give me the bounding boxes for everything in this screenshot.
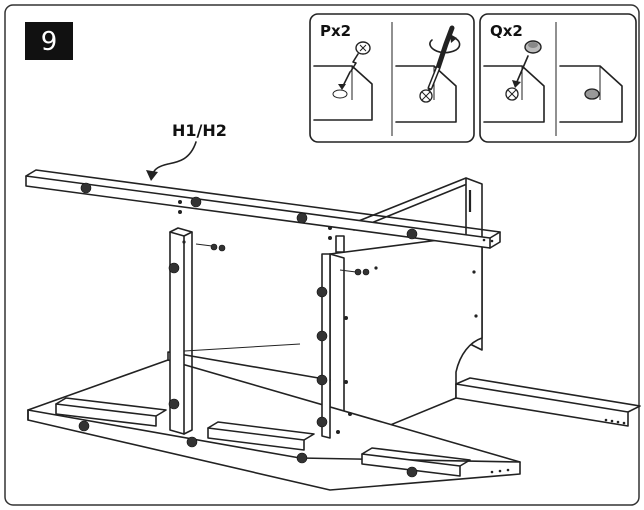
right-base-rail [455,383,629,427]
base-end-holes [490,468,510,474]
cabinet-assembly [25,169,641,491]
rotate-arrow-icon [429,37,461,54]
cap-arrow-head [512,80,521,88]
panel-screw-holes [178,200,478,434]
callout-pointer-head [146,170,158,181]
side-panel-right [329,235,483,445]
peg [316,374,328,386]
base-spacer-block-1 [55,403,157,427]
screw-cross-b [421,91,431,101]
peg [296,212,308,224]
peg [316,416,328,428]
cam-hole-icon [332,89,348,99]
part-callout-label: H1/H2 [172,121,227,140]
peg [168,262,180,274]
left-vertical-post-side [183,231,193,435]
base-spacer-block-2 [207,427,305,451]
insert-arrow-head [338,84,346,90]
top-rail-h1-h2 [25,175,491,249]
q-screw-cross-b [507,89,517,99]
cam-screw-icon [350,41,371,72]
bottom-rear-rail-line [167,343,301,353]
step-badge: 9 [25,22,73,60]
detail-panel-block-left [313,65,373,121]
peg [316,330,328,342]
peg [186,436,198,448]
peg [190,196,202,208]
cap-arrow [515,55,529,85]
left-vertical-post-top [169,227,193,237]
base-spacer-block-2-top [207,421,315,441]
peg [296,452,308,464]
peg [406,466,418,478]
callout-pointer [151,141,197,177]
right-base-rail-top [455,377,641,413]
peg [80,182,92,194]
base-spacer-block-3 [361,453,461,477]
peg [168,398,180,410]
base-spacer-block-1-top [55,397,167,417]
detail-box-q: Qx2 [479,13,637,143]
detail-panel-block-right [395,65,457,123]
capped-screw-icon [584,88,600,100]
peg [78,420,90,432]
detail-box-p: Px2 [309,13,475,143]
cam-lock-fittings [195,243,370,276]
detail-q-block-right [559,65,623,123]
side-panel-tab [335,235,345,253]
rotate-arrow-head [450,34,457,43]
detail-box-q-label: Qx2 [490,22,523,40]
rail-end-holes [604,418,626,425]
screw-cap-icon [524,40,542,54]
top-rail-end-face [489,231,501,249]
base-spacer-block-3-top [361,447,471,467]
top-rail-top-face [25,169,501,239]
screwdriver-icon [427,25,455,91]
top-rail-end-holes [482,238,494,243]
peg [406,228,418,240]
middle-vertical-post [321,253,331,439]
step-badge-bg [25,22,73,60]
peg [316,286,328,298]
detail-box-q-frame [479,13,637,143]
step-number: 9 [41,27,58,57]
detail-box-p-label: Px2 [320,22,351,40]
detail-q-block-left [483,65,545,123]
dowel-pegs [78,182,418,478]
page-frame [4,4,640,506]
